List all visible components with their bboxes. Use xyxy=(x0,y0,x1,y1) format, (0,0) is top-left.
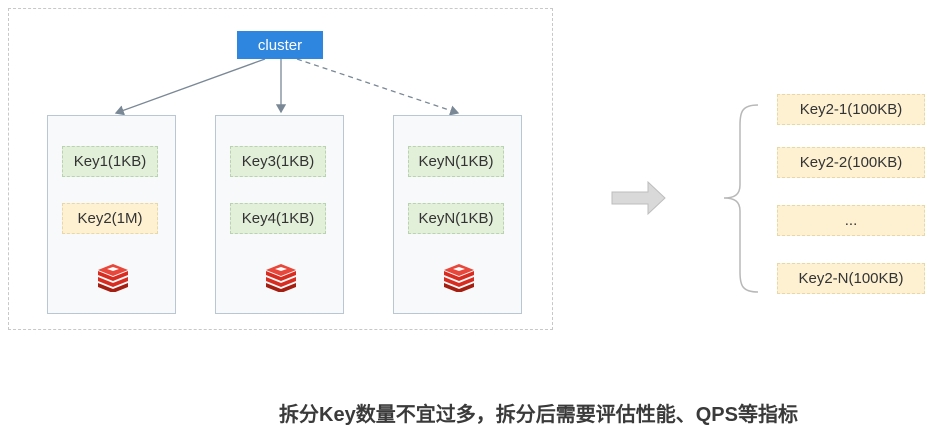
key-item: KeyN(1KB) xyxy=(408,146,504,177)
caption-text: 拆分Key数量不宜过多，拆分后需要评估性能、QPS等指标 xyxy=(279,404,798,426)
redis-icon xyxy=(444,264,474,292)
split-key-item: Key2-1(100KB) xyxy=(777,94,925,125)
edge-cluster-node3 xyxy=(296,58,460,116)
key-item: KeyN(1KB) xyxy=(408,203,504,234)
split-key-item: Key2-2(100KB) xyxy=(777,147,925,178)
key-item: Key3(1KB) xyxy=(230,146,326,177)
split-key-ellipsis: ... xyxy=(777,205,925,236)
edge-cluster-node1 xyxy=(114,58,266,116)
redis-node-n: KeyN(1KB) KeyN(1KB) xyxy=(393,115,522,314)
key-item: Key1(1KB) xyxy=(62,146,158,177)
caption-container: 拆分Key数量不宜过多，拆分后需要评估性能、QPS等指标 xyxy=(0,398,933,427)
cluster-boundary xyxy=(8,8,553,330)
redis-icon xyxy=(98,264,128,292)
split-key-item: Key2-N(100KB) xyxy=(777,263,925,294)
right-arrow-icon xyxy=(611,180,666,216)
left-brace-icon xyxy=(723,104,759,293)
key-item: Key4(1KB) xyxy=(230,203,326,234)
big-key-item: Key2(1M) xyxy=(62,203,158,234)
redis-node-1: Key1(1KB) Key2(1M) xyxy=(47,115,176,314)
cluster-label: cluster xyxy=(237,31,323,59)
redis-icon xyxy=(266,264,296,292)
redis-node-2: Key3(1KB) Key4(1KB) xyxy=(215,115,344,314)
